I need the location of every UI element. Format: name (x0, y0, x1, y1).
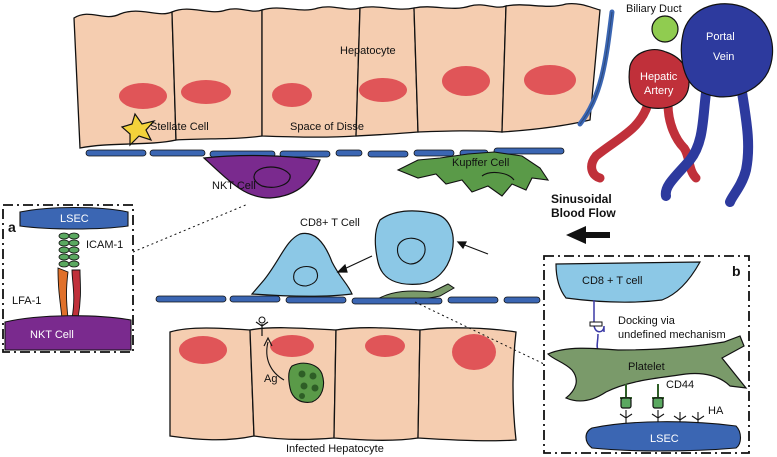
endothelial-segment (413, 149, 455, 157)
stellate-cell-label: Stellate Cell (150, 121, 209, 133)
cd44-receptors (620, 384, 664, 409)
panel-b-docking-label-2: undefined mechanism (618, 329, 726, 341)
endothelial-segment (367, 150, 409, 158)
biliary-duct (651, 15, 679, 43)
mhc-antigen-stalk (255, 321, 269, 336)
endothelial-segment (335, 149, 363, 157)
portal-vein-branch (660, 75, 713, 201)
panel-b-cd8-label: CD8 + T cell (582, 275, 642, 287)
endothelial-segment (85, 149, 147, 157)
cd8-t-cell-a (250, 232, 353, 297)
nkt-cell (202, 154, 321, 199)
hepatic-artery-branch (587, 99, 653, 183)
panel-b-platelet-label: Platelet (628, 361, 665, 373)
panel-b-ha-label: HA (708, 405, 724, 417)
panel-a-nkt-cell (4, 315, 132, 351)
biliary-duct-label: Biliary Duct (626, 3, 682, 15)
hepatic-artery-label-1: Hepatic (640, 71, 678, 83)
hepatic-artery-label-2: Artery (644, 85, 674, 97)
top-hepatocyte-nuclei (119, 65, 576, 109)
panel-b-cd44-label: CD44 (666, 379, 694, 391)
endothelium-curve (577, 9, 615, 127)
bottom-hepatocyte-nuclei (179, 334, 496, 370)
endothelial-segment (279, 150, 331, 158)
docking-ligand (589, 321, 603, 327)
panel-b-docking-label-1: Docking via (618, 315, 676, 327)
cd8-t-cell-b (374, 210, 454, 285)
hepatocyte-cell (355, 6, 419, 137)
cd8-t-cell-label: CD8+ T Cell (300, 217, 360, 229)
bottom-endothelium (155, 295, 541, 305)
hepatocyte-label: Hepatocyte (340, 45, 396, 57)
nucleus (179, 336, 227, 364)
endothelial-segment (447, 296, 499, 304)
nucleus (524, 65, 576, 95)
endothelial-segment (229, 295, 281, 303)
antigen-inclusion (288, 362, 325, 403)
flow-arrow (566, 226, 610, 244)
hepatocyte-cell (171, 8, 263, 141)
endothelial-segment (155, 295, 227, 303)
nucleus (365, 335, 405, 357)
panel-a-connector (132, 203, 249, 253)
panel-a-letter: a (8, 219, 16, 235)
kupffer-cell-label: Kupffer Cell (452, 157, 509, 169)
cd8-t-cell-a-nucleus (293, 265, 319, 287)
space-of-disse-label: Space of Disse (290, 121, 364, 133)
infected-hepatocyte-label: Infected Hepatocyte (286, 443, 384, 455)
cd8-t-cell-b-nucleus (396, 237, 426, 265)
endothelial-segment (149, 149, 206, 157)
panel-b-lsec-label: LSEC (650, 433, 679, 445)
panel-a-lsec (19, 206, 129, 230)
nucleus (442, 66, 490, 96)
presented-antigen (258, 316, 266, 324)
endothelial-segment (503, 296, 541, 304)
lfa-1-molecule-b (71, 269, 81, 319)
nucleus (270, 335, 314, 357)
panel-a-lsec-label: LSEC (60, 213, 89, 225)
sinusoidal-flow-label-2: Blood Flow (551, 206, 616, 220)
nucleus (359, 78, 407, 102)
portal-vein-label-2: Vein (713, 51, 734, 63)
panel-a-icam-label: ICAM-1 (86, 239, 123, 251)
nucleus (181, 80, 231, 104)
endothelial-segment (285, 296, 347, 304)
hepatic-artery (628, 49, 690, 109)
hepatic-artery-branch (663, 99, 701, 183)
nucleus (452, 334, 496, 370)
endothelial-segment (351, 297, 443, 305)
panel-a-nkt-label: NKT Cell (30, 329, 74, 341)
sinusoidal-flow-label-1: Sinusoidal (551, 192, 612, 206)
antigen-presentation-arrow (266, 341, 285, 381)
hepatocyte-cell (73, 10, 177, 149)
panel-a-lfa-label: LFA-1 (12, 295, 41, 307)
stellate-cell (120, 112, 156, 147)
portal-vein-label-1: Portal (706, 31, 735, 43)
panel-b-letter: b (732, 263, 741, 279)
nucleus (119, 83, 167, 109)
portal-vein-branch (725, 73, 754, 207)
panel-b-connector (414, 301, 545, 365)
endothelium-curve-outline (579, 11, 613, 125)
nkt-cell-label: NKT Cell (212, 180, 256, 192)
endothelial-segment (493, 147, 565, 155)
antigen-arrowhead (263, 336, 273, 347)
nucleus (272, 83, 312, 107)
portal-vein (680, 3, 774, 98)
nkt-nucleus (253, 166, 291, 188)
antigen-particles (298, 370, 319, 399)
kupffer-cell (396, 151, 550, 197)
antigen-label: Ag (264, 373, 277, 385)
icam-1-molecule (58, 232, 80, 268)
hepatocyte-cell (261, 6, 361, 138)
panel-b-cd8-cell (555, 261, 702, 303)
panel-b-platelet (546, 335, 748, 402)
migration-arrows (336, 241, 489, 273)
kupffer-nucleus (481, 171, 515, 181)
panel-b-lsec (585, 421, 742, 452)
docking-link (596, 333, 599, 351)
